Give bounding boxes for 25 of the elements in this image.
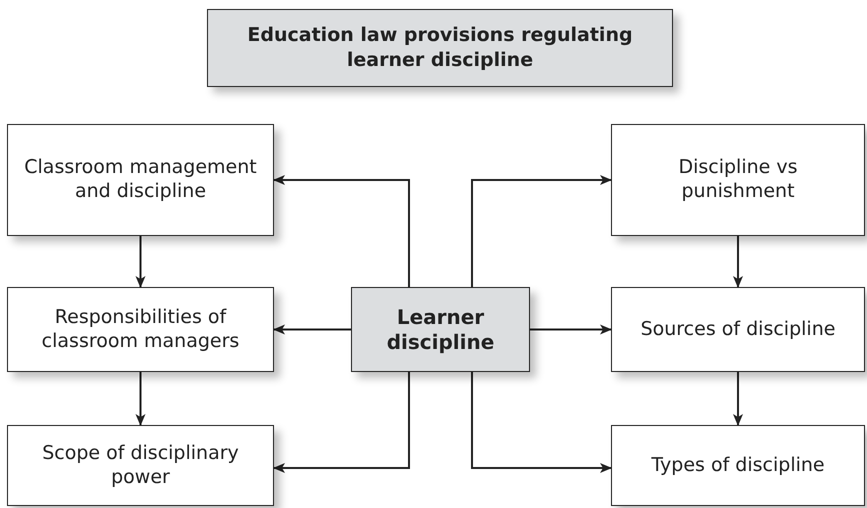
box-text: Sources of discipline — [640, 318, 836, 342]
arrow — [136, 236, 146, 288]
box-text: Scope of disciplinary power — [41, 442, 240, 490]
title-box: Education law provisions regulating learner discipline — [207, 9, 673, 87]
topic-box — [7, 425, 274, 506]
arrow — [273, 324, 351, 334]
topic-box — [611, 425, 865, 506]
box-text: Discipline vs punishment — [677, 156, 799, 204]
box-text: Responsibilities of classroom managers — [40, 306, 240, 354]
arrow — [273, 175, 410, 287]
topic-box — [7, 124, 274, 236]
arrow — [733, 372, 743, 426]
arrow — [530, 324, 612, 334]
topic-box — [7, 287, 274, 372]
arrow — [471, 175, 612, 287]
box-text: Classroom management and discipline — [23, 156, 258, 204]
box-text: Learner discipline — [386, 304, 496, 354]
topic-box — [611, 287, 865, 372]
topic-box — [611, 124, 865, 236]
box-text: Types of discipline — [650, 454, 826, 478]
arrow — [136, 372, 146, 426]
arrow — [273, 372, 410, 473]
arrow — [471, 372, 612, 473]
central-topic-box — [351, 287, 530, 372]
arrow — [733, 236, 743, 288]
